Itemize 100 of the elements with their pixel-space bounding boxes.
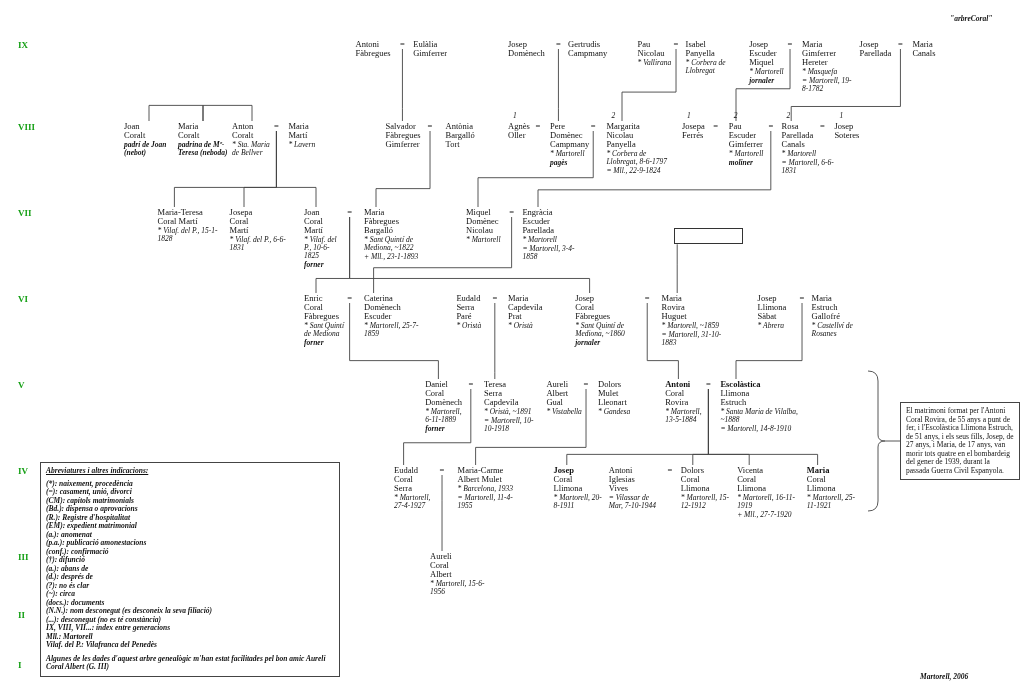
descent-line <box>349 216 591 294</box>
generation-number: IV <box>18 466 28 476</box>
person-name: Antònia Bargalló Tort <box>445 122 475 149</box>
marriage-sign: = <box>787 40 793 49</box>
marriage-sign: = <box>644 294 650 303</box>
person-name: Maria Coral Llimona <box>806 466 836 493</box>
marriage-sign: = <box>799 294 805 303</box>
marriage-sign: = <box>768 122 774 131</box>
person-name: Pere Domènec Campmany <box>550 122 590 149</box>
generation-number: III <box>18 552 29 562</box>
small-note-box <box>673 228 743 245</box>
descent-line <box>275 130 317 208</box>
person-name: Josep Coral Llimona <box>553 466 583 493</box>
descent-line <box>676 243 678 294</box>
marriage-sign: = <box>713 122 719 131</box>
descent-line <box>441 474 443 552</box>
person-name: Enric Coral Fàbregues <box>304 294 339 321</box>
abbreviations-box <box>40 462 340 677</box>
person-name: Josepa Ferrés <box>682 122 705 140</box>
sibling-line <box>202 104 253 122</box>
marriage-sign: = <box>347 208 353 217</box>
person-name: Joan Coralt <box>124 122 146 140</box>
person-name: Vicenta Coral Llimona <box>737 466 766 493</box>
person-name: Josep Domènech <box>508 40 545 58</box>
marriage-sign: = <box>439 466 445 475</box>
generation-number: II <box>18 610 25 620</box>
person-name: Josep Llimona Sàbat <box>757 294 787 321</box>
generation-number: VII <box>18 208 32 218</box>
generation-number: VIII <box>18 122 35 132</box>
descent-line <box>735 48 791 122</box>
person-name: Daniel Coral Domènech <box>425 380 462 407</box>
descent-line <box>477 130 594 208</box>
descent-line <box>646 302 679 380</box>
descent-line <box>375 130 431 208</box>
person-name: Teresa Serra Capdevila <box>484 380 519 407</box>
generation-number: VI <box>18 294 28 304</box>
person-name: Maria Estruch Gallofré <box>811 294 840 321</box>
person-name: Josep Coral Fàbregues <box>575 294 611 321</box>
person-name: Salvador Fàbregues Gimferrer <box>385 122 421 149</box>
person-name: Anton Coralt <box>232 122 254 140</box>
sibling-line <box>148 104 204 122</box>
person-name: Escolàstica Llimona Estruch <box>720 380 761 407</box>
marriage-sign: = <box>706 380 711 389</box>
person-name: Maria Fàbregues Bargalló <box>364 208 399 235</box>
person-name: Dolors Coral Llimona <box>680 466 710 493</box>
person-name: Maria-Carme Albert Mulet <box>457 466 505 484</box>
marriage-sign: = <box>347 294 353 303</box>
person-name: Antoni Coral Rovira <box>665 380 691 407</box>
person-name: Josep Parellada <box>859 40 892 58</box>
marriage-sign: = <box>400 40 405 49</box>
person-name: Gertrudis Campmany <box>568 40 608 58</box>
marriage-sign: = <box>898 40 903 49</box>
person-name: Maria Canals <box>912 40 936 58</box>
person-name: Caterina Domènech Escuder <box>364 294 401 321</box>
descent-line <box>537 130 772 208</box>
person-name: Eudald Serra Paré <box>456 294 481 321</box>
person-name: Maria Gimferrer Hereter <box>802 40 836 67</box>
generation-number: V <box>18 380 25 390</box>
person-name: Isabel Panyella <box>685 40 715 58</box>
person-name: Antoni Fàbregues <box>355 40 391 58</box>
descent-line <box>349 302 439 380</box>
marriage-sign: = <box>820 122 825 131</box>
person-name: Pau Nicolau <box>637 40 665 58</box>
descent-line <box>401 48 403 122</box>
marriage-sign: = <box>667 466 673 475</box>
marriage-sign: = <box>673 40 679 49</box>
person-name: Aureli Coral Albert <box>430 552 452 579</box>
descent-line <box>475 388 587 466</box>
descent-line <box>494 302 496 380</box>
descent-line <box>557 48 559 122</box>
person-name: Engràcia Escuder Parellada <box>522 208 554 235</box>
marriage-sign: = <box>492 294 498 303</box>
person-name: Agnès Oller <box>508 122 530 140</box>
descent-line <box>735 302 803 380</box>
descent-line <box>790 48 901 122</box>
descent-line <box>707 388 819 466</box>
descent-line <box>403 388 472 466</box>
marriage-sign: = <box>509 208 515 217</box>
person-name: Eulàlia Gimferrer <box>413 40 448 58</box>
marriage-sign: = <box>535 122 541 131</box>
descent-line <box>621 48 677 122</box>
person-name: Josep Soteres <box>834 122 860 140</box>
person-name: Aureli Albert Gual <box>546 380 569 407</box>
person-name: Josep Escuder Miquel <box>749 40 777 67</box>
marriage-sign: = <box>468 380 474 389</box>
person-name: Pau Escuder Gimferrer <box>728 122 763 149</box>
person-name: Josepa Coral Martí <box>229 208 253 235</box>
note-box <box>900 402 1020 480</box>
person-name: Maria Capdevila Prat <box>508 294 543 321</box>
marriage-sign: = <box>274 122 279 131</box>
marriage-sign: = <box>583 380 589 389</box>
person-name: Antoni Iglesias Vives <box>608 466 635 493</box>
marriage-sign: = <box>427 122 433 131</box>
person-name: Maria Rovira Huguet <box>661 294 687 321</box>
person-name: Maria Martí <box>288 122 309 140</box>
person-name: Maria Coralt <box>178 122 200 140</box>
marriage-sign: = <box>590 122 596 131</box>
person-name: Miquel Domènec Nicolau <box>466 208 499 235</box>
person-name: Dolors Mulet Lleonart <box>598 380 627 407</box>
person-name: Margarita Nicolau Panyella <box>606 122 640 149</box>
